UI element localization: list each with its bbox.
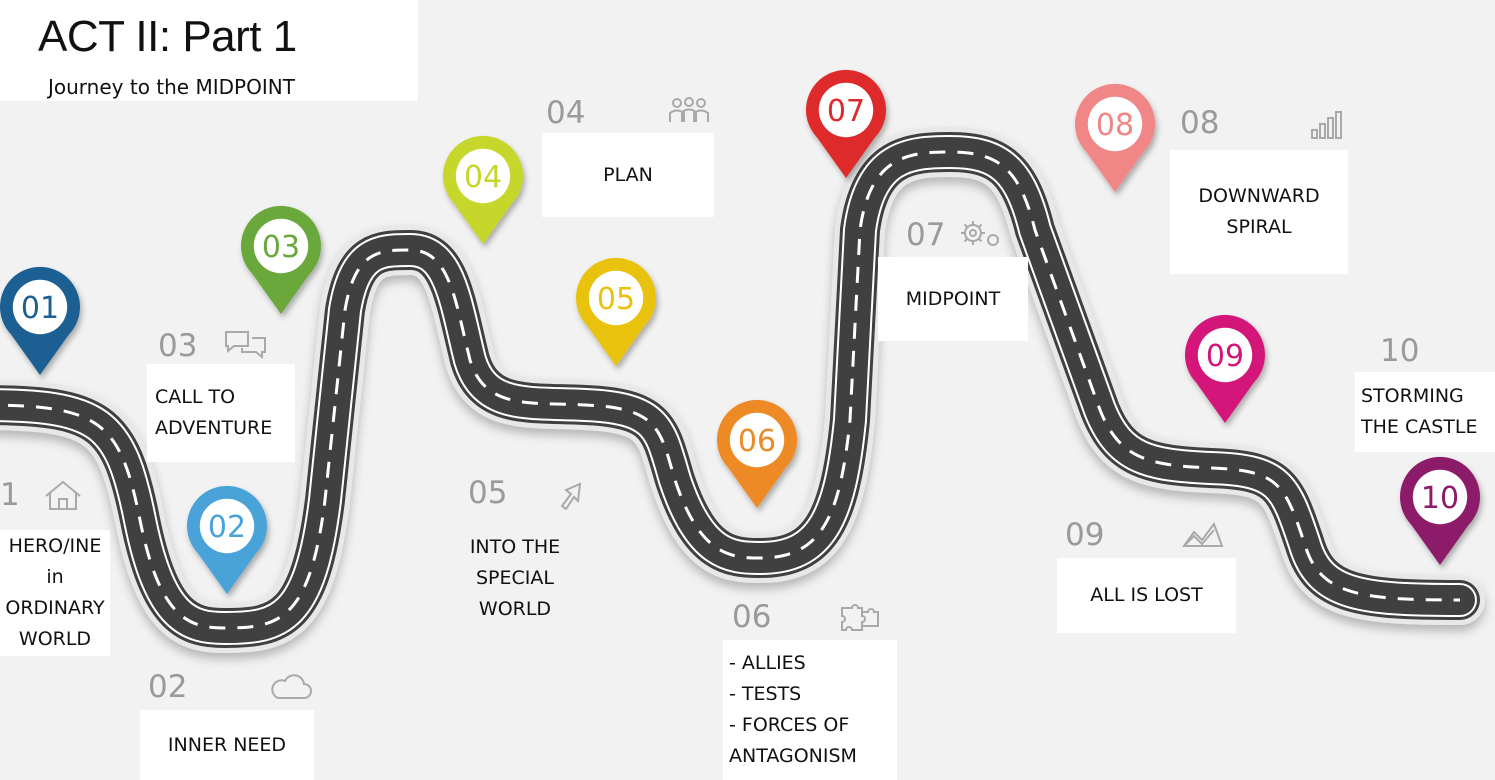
step-5-card: INTO THE SPECIAL WORLD xyxy=(469,536,561,620)
pin-label: 04 xyxy=(464,160,502,195)
page-subtitle: Journey to the MIDPOINT xyxy=(48,75,295,99)
pin-marker-01: 01 xyxy=(0,266,80,375)
people-icon xyxy=(666,94,712,128)
pin-marker-06: 06 xyxy=(716,399,797,508)
pin-inner-circle xyxy=(12,279,68,335)
pin-inner-circle xyxy=(1197,327,1253,383)
road-diagram: 01 02 03 04 05 06 07 08 09 10 xyxy=(0,69,1485,653)
step-9-number: 09 xyxy=(1065,517,1105,553)
pin-label: 08 xyxy=(1096,108,1134,143)
pin-marker-09: 09 xyxy=(1185,314,1265,423)
pin-label: 02 xyxy=(208,510,246,545)
pin-inner-circle xyxy=(253,218,309,274)
step-10-card: STORMING THE CASTLE xyxy=(1355,372,1495,452)
pin-inner-circle xyxy=(199,498,255,554)
pin-label: 10 xyxy=(1421,481,1459,516)
pin-marker-10: 10 xyxy=(1400,456,1480,565)
road-center-line xyxy=(0,150,1461,630)
step-8-card: DOWNWARD SPIRAL xyxy=(1170,150,1348,274)
step-1-number: 1 xyxy=(0,477,20,513)
pin-markers: 01 02 03 04 05 06 07 08 09 10 xyxy=(0,69,1480,594)
pin-marker-08: 08 xyxy=(1075,83,1155,192)
cursor-arrow-icon xyxy=(550,478,596,512)
pin-label: 03 xyxy=(262,230,300,265)
puzzle-icon xyxy=(836,600,882,634)
line-chart-icon xyxy=(1180,518,1226,552)
step-9-card: ALL IS LOST xyxy=(1057,558,1236,633)
pin-inner-circle xyxy=(455,148,511,204)
page-title: ACT II: Part 1 xyxy=(38,12,297,61)
pin-inner-circle xyxy=(1087,96,1143,152)
pin-inner-circle xyxy=(729,412,785,468)
title-box: ACT II: Part 1 Journey to the MIDPOINT xyxy=(0,0,418,101)
step-7-number: 07 xyxy=(906,217,946,253)
pin-label: 01 xyxy=(21,291,59,326)
bar-chart-icon xyxy=(1306,108,1352,142)
step-3-card: CALL TO ADVENTURE xyxy=(147,364,295,462)
step-10-number: 10 xyxy=(1380,333,1420,369)
road xyxy=(0,127,1485,653)
pin-marker-02: 02 xyxy=(187,485,267,594)
home-icon xyxy=(40,478,86,512)
pin-label: 07 xyxy=(827,94,865,129)
pin-marker-05: 05 xyxy=(576,257,656,366)
pin-inner-circle xyxy=(588,270,644,326)
step-1-card: HERO/INE in ORDINARY WORLD xyxy=(0,530,110,656)
step-6-number: 06 xyxy=(732,599,772,635)
step-2-number: 02 xyxy=(148,669,188,705)
cloud-icon xyxy=(268,670,314,704)
step-6-card: - ALLIES - TESTS - FORCES OF ANTAGONISM xyxy=(723,640,897,780)
step-5-number: 05 xyxy=(468,475,508,511)
pin-label: 06 xyxy=(738,424,776,459)
pin-marker-07: 07 xyxy=(806,69,886,178)
step-2-card: INNER NEED xyxy=(140,710,314,780)
pin-label: 09 xyxy=(1206,339,1244,374)
step-7-card: MIDPOINT xyxy=(878,257,1028,341)
pin-inner-circle xyxy=(1412,469,1468,525)
pin-marker-03: 03 xyxy=(240,205,321,314)
step-3-number: 03 xyxy=(158,328,198,364)
step-4-number: 04 xyxy=(546,95,586,131)
step-4-card: PLAN xyxy=(542,133,714,217)
step-8-number: 08 xyxy=(1180,105,1220,141)
gears-icon xyxy=(958,218,1004,252)
pin-label: 05 xyxy=(597,282,635,317)
pin-marker-04: 04 xyxy=(443,135,524,244)
chat-bubbles-icon xyxy=(222,326,268,360)
pin-inner-circle xyxy=(818,82,874,138)
